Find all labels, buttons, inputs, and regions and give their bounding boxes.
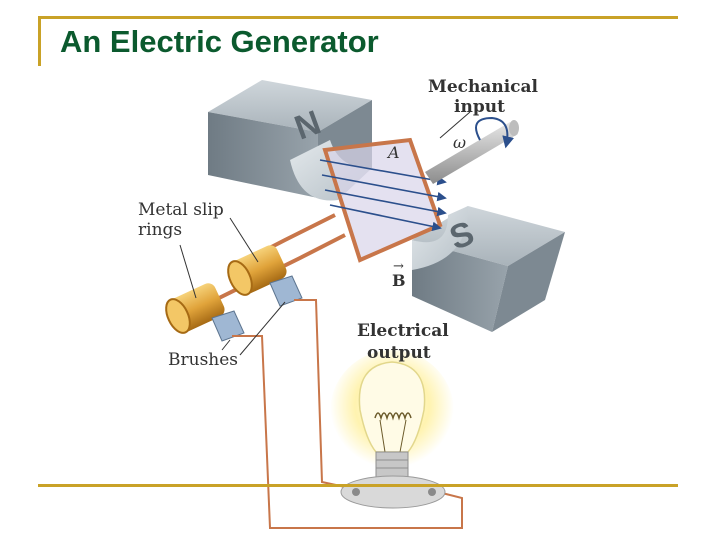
- electrical-output-label-1: Electrical: [357, 321, 449, 341]
- field-line: [324, 189, 447, 217]
- socket-screw: [352, 488, 360, 496]
- north-magnet-top: [208, 80, 372, 132]
- slip-ring-upper-face: [227, 260, 253, 296]
- leader-lines: [179, 111, 471, 356]
- brush-leader-upper: [239, 301, 286, 356]
- bulb-filament: [374, 412, 412, 421]
- slip-rings-label-1: Metal slip: [138, 200, 224, 220]
- south-pole-face: [412, 206, 469, 270]
- bottom-accent-line: [38, 484, 678, 487]
- slip-ring-leader-lower: [179, 244, 197, 299]
- shaft-end: [509, 120, 519, 136]
- brushes: [211, 275, 303, 342]
- mechanical-input-label-1: Mechanical: [428, 77, 539, 97]
- mechanical-input-label-2: input: [454, 97, 505, 117]
- shaft-body: [425, 122, 518, 184]
- left-accent-line: [38, 16, 41, 66]
- south-magnet-front: [412, 240, 508, 332]
- slip-ring-leader-upper: [229, 217, 259, 263]
- field-line: [319, 159, 447, 186]
- slip-rings: [165, 245, 287, 334]
- filament-support: [399, 419, 407, 453]
- filament-support: [379, 419, 386, 453]
- omega-label: ω: [453, 133, 466, 152]
- slip-ring-lower-face: [165, 298, 191, 334]
- brushes-label: Brushes: [168, 350, 238, 370]
- south-magnet: S: [412, 206, 565, 332]
- bulb-base: [375, 451, 409, 479]
- output-wire-lower: [232, 335, 463, 529]
- area-label: A: [386, 143, 400, 162]
- brush-leader-lower: [221, 339, 231, 351]
- field-line: [321, 174, 447, 202]
- socket-screw: [428, 488, 436, 496]
- mechanical-input-leader: [439, 111, 471, 139]
- brush-upper: [269, 275, 303, 307]
- magnetic-field-lines: [319, 159, 447, 232]
- field-arrow-label: →: [393, 259, 404, 274]
- rotation-arrow: [475, 116, 515, 149]
- slide-title: An Electric Generator: [60, 24, 379, 59]
- slip-rings-label-2: rings: [138, 220, 182, 240]
- top-accent-line: [38, 16, 678, 19]
- south-magnet-side: [492, 232, 565, 332]
- brush-lower: [211, 310, 245, 342]
- field-line: [329, 204, 442, 232]
- field-label: B: [392, 271, 406, 290]
- north-magnet-front: [208, 112, 318, 198]
- bulb-glass: [358, 361, 426, 453]
- electrical-output-label-2: output: [367, 343, 431, 363]
- drive-shaft: [425, 116, 519, 184]
